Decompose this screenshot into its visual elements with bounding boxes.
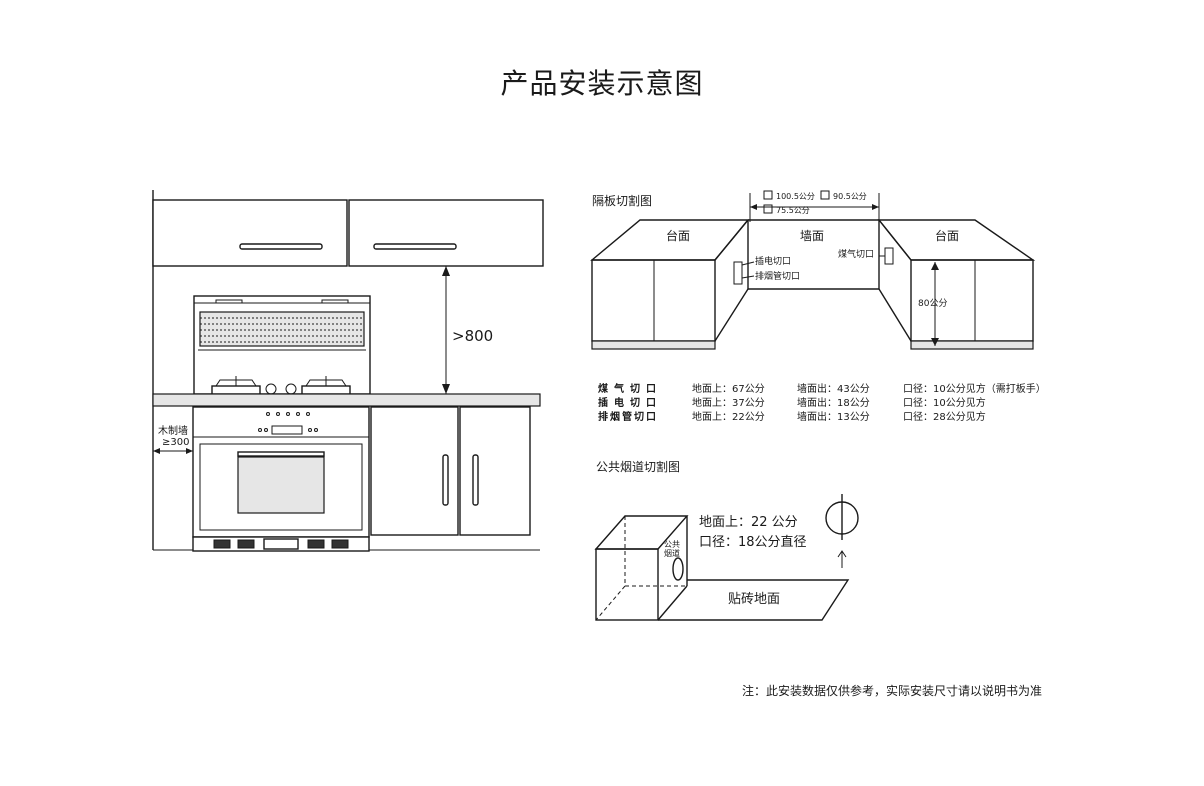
label-gas-cutout: 煤气切口 bbox=[838, 248, 874, 260]
height-dimension bbox=[442, 266, 450, 394]
control-panel bbox=[258, 412, 318, 435]
partition-diagram: 隔板切割图 100.5公分 90.5公分 75.5公分 bbox=[590, 190, 1036, 350]
cutout-table: 煤气切口 地面上：67公分 墙面出：43公分 口径：10公分见方（需打板手） 插… bbox=[598, 382, 1046, 423]
row-2-name: 插电切口 bbox=[598, 396, 662, 409]
upper-cabinet-handle-right bbox=[373, 243, 457, 250]
label-wall: 墙面 bbox=[800, 229, 824, 243]
lower-cabinet-handle-2 bbox=[472, 454, 479, 506]
label-left-counter: 台面 bbox=[666, 228, 690, 243]
wall-clearance-dimension bbox=[153, 448, 193, 454]
row-3-floor: 地面上：22公分 bbox=[692, 410, 765, 423]
label-right-counter: 台面 bbox=[935, 228, 959, 243]
option-2: 90.5公分 bbox=[833, 192, 867, 201]
row-1-size: 口径：10公分见方（需打板手） bbox=[903, 382, 1046, 395]
option-3: 75.5公分 bbox=[776, 206, 810, 215]
label-height: 80公分 bbox=[918, 298, 947, 309]
row-2-size: 口径：10公分见方 bbox=[903, 396, 986, 409]
floor-label: 贴砖地面 bbox=[728, 592, 780, 607]
option-1: 100.5公分 bbox=[776, 192, 815, 201]
row-1-name: 煤气切口 bbox=[598, 382, 662, 395]
row-3-name: 排烟管切口 bbox=[598, 410, 658, 423]
upper-cabinet-handle-left bbox=[239, 243, 323, 250]
row-3-size: 口径：28公分见方 bbox=[903, 410, 986, 423]
lower-cabinet-handle-1 bbox=[442, 454, 449, 506]
flue-section-title: 公共烟道切割图 bbox=[596, 459, 680, 474]
hood-grille-pattern bbox=[200, 317, 364, 343]
upper-cabinet-left bbox=[152, 199, 348, 267]
countertop bbox=[152, 393, 541, 407]
hood-vent-grille bbox=[199, 311, 365, 347]
flue-label-2: 烟道 bbox=[664, 548, 680, 558]
wall-label-line1: 木制墙 bbox=[158, 424, 188, 437]
flue-label-1: 公共 bbox=[664, 540, 680, 549]
flue-line-2: 口径：18公分直径 bbox=[699, 535, 807, 550]
plug-cutout bbox=[733, 261, 743, 285]
flue-line-1: 地面上：22 公分 bbox=[699, 515, 798, 530]
footnote: 注：此安装数据仅供参考，实际安装尺寸请以说明书为准 bbox=[741, 684, 1042, 698]
label-exhaust-cutout: 排烟管切口 bbox=[755, 270, 800, 282]
gas-cutout bbox=[884, 247, 894, 265]
row-1-wall: 墙面出：43公分 bbox=[797, 382, 870, 395]
row-1-floor: 地面上：67公分 bbox=[692, 382, 765, 395]
oven-window bbox=[237, 456, 325, 514]
kitchen-elevation: >800 木制墙 ≥300 bbox=[152, 190, 544, 552]
row-2-floor: 地面上：37公分 bbox=[692, 396, 765, 409]
wall-label-line2: ≥300 bbox=[162, 437, 189, 448]
label-plug-cutout: 插电切口 bbox=[755, 255, 791, 267]
flue-opening bbox=[672, 557, 684, 581]
row-3-wall: 墙面出：13公分 bbox=[797, 410, 870, 423]
page-title: 产品安装示意图 bbox=[500, 67, 704, 100]
base-vents bbox=[213, 538, 349, 550]
upper-cabinet-right bbox=[348, 199, 544, 267]
row-2-wall: 墙面出：18公分 bbox=[797, 396, 870, 409]
tiled-floor bbox=[658, 579, 850, 621]
partition-section-title: 隔板切割图 bbox=[592, 193, 652, 208]
lower-cabinet-door-2 bbox=[459, 406, 531, 536]
flue-diagram: 公共烟道切割图 公共 烟道 贴砖地面 地面上：22 公分 口径：18公分直径 bbox=[594, 459, 859, 621]
height-label: >800 bbox=[452, 327, 493, 345]
gas-burners bbox=[211, 376, 351, 395]
